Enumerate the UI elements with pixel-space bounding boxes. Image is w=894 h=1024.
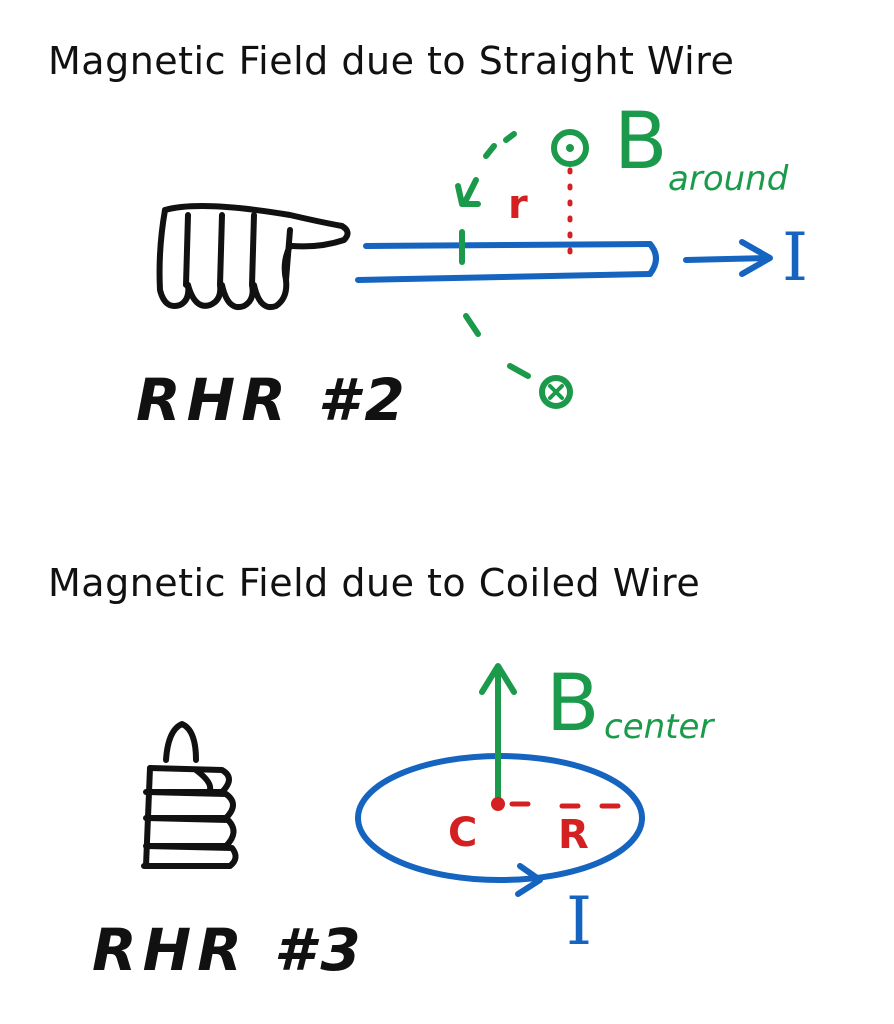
straight-wire-title: Magnetic Field due to Straight Wire [48, 39, 734, 83]
field-subscript-around: around [668, 159, 789, 199]
coiled-wire-title: Magnetic Field due to Coiled Wire [48, 561, 700, 605]
radius-label: R [558, 812, 589, 858]
rhr3-label: RHR #3 [92, 916, 367, 984]
rhr2-label: RHR #2 [136, 366, 411, 434]
field-into-page-icon [539, 375, 573, 409]
loop-current-arrow [515, 863, 543, 897]
current-arrow [683, 239, 773, 277]
field-out-of-page-icon [551, 129, 589, 167]
loop-center-point [491, 797, 505, 811]
field-symbol-center: B [546, 659, 600, 749]
loop-radius-marker [509, 801, 621, 809]
distance-label: r [508, 182, 528, 228]
straight-wire [355, 241, 659, 283]
magnetic-field-lines [455, 131, 531, 379]
center-label: C [448, 810, 477, 856]
current-label-straight: I [782, 219, 808, 296]
center-field-arrow [479, 663, 517, 803]
field-symbol-around: B [614, 97, 668, 187]
curled-hand-icon [141, 721, 239, 869]
current-label-coil: I [566, 883, 592, 960]
pointing-hand-icon [156, 203, 351, 310]
field-subscript-center: center [604, 707, 715, 747]
